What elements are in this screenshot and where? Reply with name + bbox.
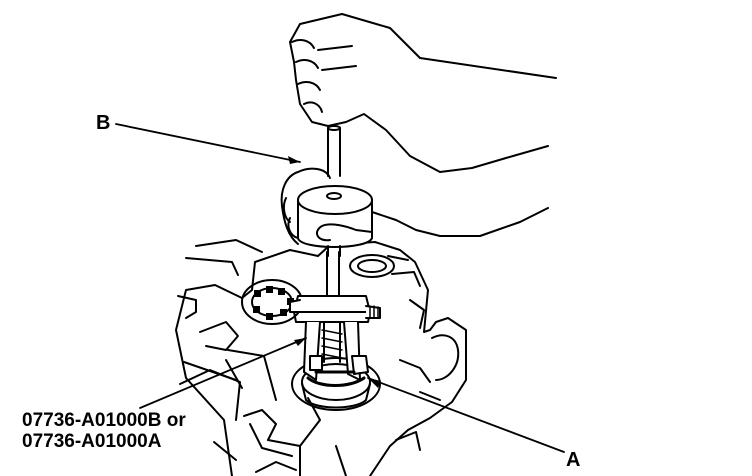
- leader-tool: [139, 337, 307, 409]
- slide-hammer: [297, 125, 373, 257]
- callout-label-a: A: [566, 449, 581, 471]
- leader-a: [367, 377, 565, 453]
- callout-label-b: B: [96, 112, 111, 134]
- tool-part-number-line-1: 07736-A01000B or: [22, 410, 186, 431]
- hand-holding-hammer: [280, 13, 557, 245]
- tool-part-number-label: 07736-A01000B or 07736-A01000A: [22, 410, 186, 452]
- bearing-puller: [289, 251, 381, 387]
- tool-part-number-line-2: 07736-A01000A: [22, 431, 162, 452]
- leader-lines: [115, 123, 565, 453]
- leader-b: [115, 123, 301, 163]
